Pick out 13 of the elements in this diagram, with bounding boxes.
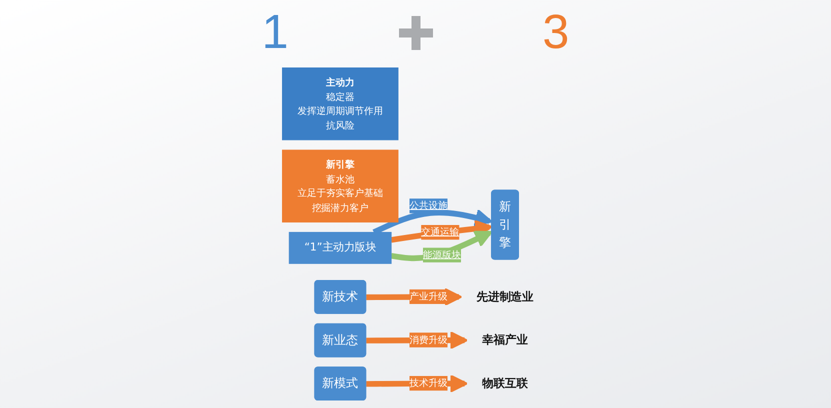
number-label: 1 <box>262 7 288 59</box>
edge-label: 交通运输 <box>421 225 460 240</box>
node-box: 主动力 稳定器 发挥逆周期调节作用 抗风险 <box>282 67 398 140</box>
node-box: “1”主动力版块 <box>288 232 392 264</box>
node-box: 新引擎 蓄水池 立足于夯实客户基础 挖掘潜力客户 <box>282 150 398 222</box>
edge-label: 技术升级 <box>410 376 448 390</box>
edge-label: 公共设施 <box>410 198 448 213</box>
node-text: 先进制造业 <box>476 290 534 304</box>
node-text: 幸福产业 <box>482 334 528 347</box>
number-label: 3 <box>542 7 570 59</box>
edge-label: 消费升级 <box>410 332 448 347</box>
node-text: 物联互联 <box>482 376 528 390</box>
edge-label: 产业升级 <box>410 289 448 304</box>
